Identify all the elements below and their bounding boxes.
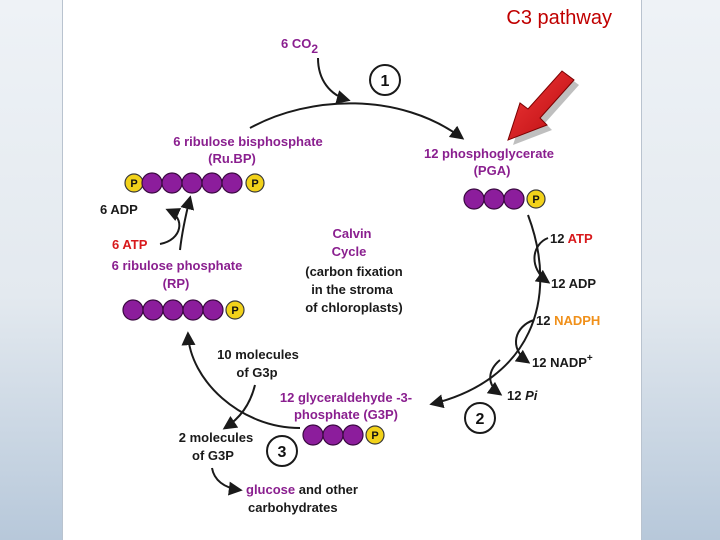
g3p-label-line2: phosphate (G3P) [294,407,398,422]
g3p-label-line1: 12 glyceraldehyde -3- [280,390,412,405]
atp-to-adp-arrow [533,237,551,284]
svg-text:Cycle: Cycle [332,244,367,259]
two-molecules-line2: of G3P [192,448,234,463]
rubp-label-line1: 6 ribulose bisphosphate [173,134,323,149]
svg-text:1: 1 [381,73,390,90]
ten-molecules-line1: 10 molecules [217,347,299,362]
slide-background-right [640,0,720,540]
svg-text:2: 2 [476,411,485,428]
g3p-molecule: P [302,424,385,446]
atp-to-adp-left-arrow [159,208,182,245]
pi-output-arrow [486,359,503,396]
rp-label-line2: (RP) [163,276,190,291]
svg-text:Calvin: Calvin [332,226,371,241]
adp-output-label: 12 ADP [551,276,596,291]
svg-text:P: P [231,305,238,317]
cycle-arc-left-upper [179,195,195,251]
glucose-output-line1: glucose and other [246,482,358,497]
step-1-marker: 1 [369,64,401,96]
svg-text:of chloroplasts): of chloroplasts) [305,300,403,315]
co2-inflow-arrow [317,57,351,104]
svg-text:P: P [532,194,539,206]
svg-text:P: P [371,430,378,442]
svg-text:P: P [251,178,258,190]
rubp-label-line2: (Ru.BP) [208,151,256,166]
svg-text:3: 3 [278,444,287,461]
atp-left-label: 6 ATP [112,237,148,252]
ten-molecules-line2: of G3p [236,365,277,380]
g3p-branch-arrow [222,384,256,430]
slide-title: C3 pathway [506,7,612,29]
adp-left-label: 6 ADP [100,202,138,217]
step-3-marker: 3 [266,435,298,467]
svg-text:(carbon fixation: (carbon fixation [305,264,403,279]
cycle-arc-top [249,102,465,140]
svg-text:P: P [130,178,137,190]
atp-input-label: 12 ATP [550,231,593,246]
rubp-molecule: P P [124,172,265,194]
red-pointer-arrow-icon [507,70,579,145]
glucose-output-line2: carbohydrates [248,500,338,515]
co2-label: 6 CO2 [281,36,318,56]
nadph-to-nadp-arrow [514,319,535,364]
rp-label-line1: 6 ribulose phosphate [112,258,243,273]
nadp-output-label: 12 NADP+ [532,353,593,370]
step-2-marker: 2 [464,402,496,434]
pi-output-label: 12 Pi [507,388,538,403]
cycle-arc-right [429,214,542,409]
pga-label-line2: (PGA) [474,163,511,178]
two-molecules-line1: 2 molecules [179,430,253,445]
nadph-input-label: 12 NADPH [536,313,600,328]
calvin-cycle-center-text: Calvin Cycle (carbon fixation in the str… [305,226,403,315]
pga-label-line1: 12 phosphoglycerate [424,146,554,161]
cycle-arc-left-lower [181,331,301,429]
pga-molecule: P [463,188,546,210]
glucose-output-arrow [211,467,243,496]
svg-text:in the stroma: in the stroma [311,282,393,297]
slide-background-left [0,0,62,540]
rp-molecule: P [122,299,245,321]
